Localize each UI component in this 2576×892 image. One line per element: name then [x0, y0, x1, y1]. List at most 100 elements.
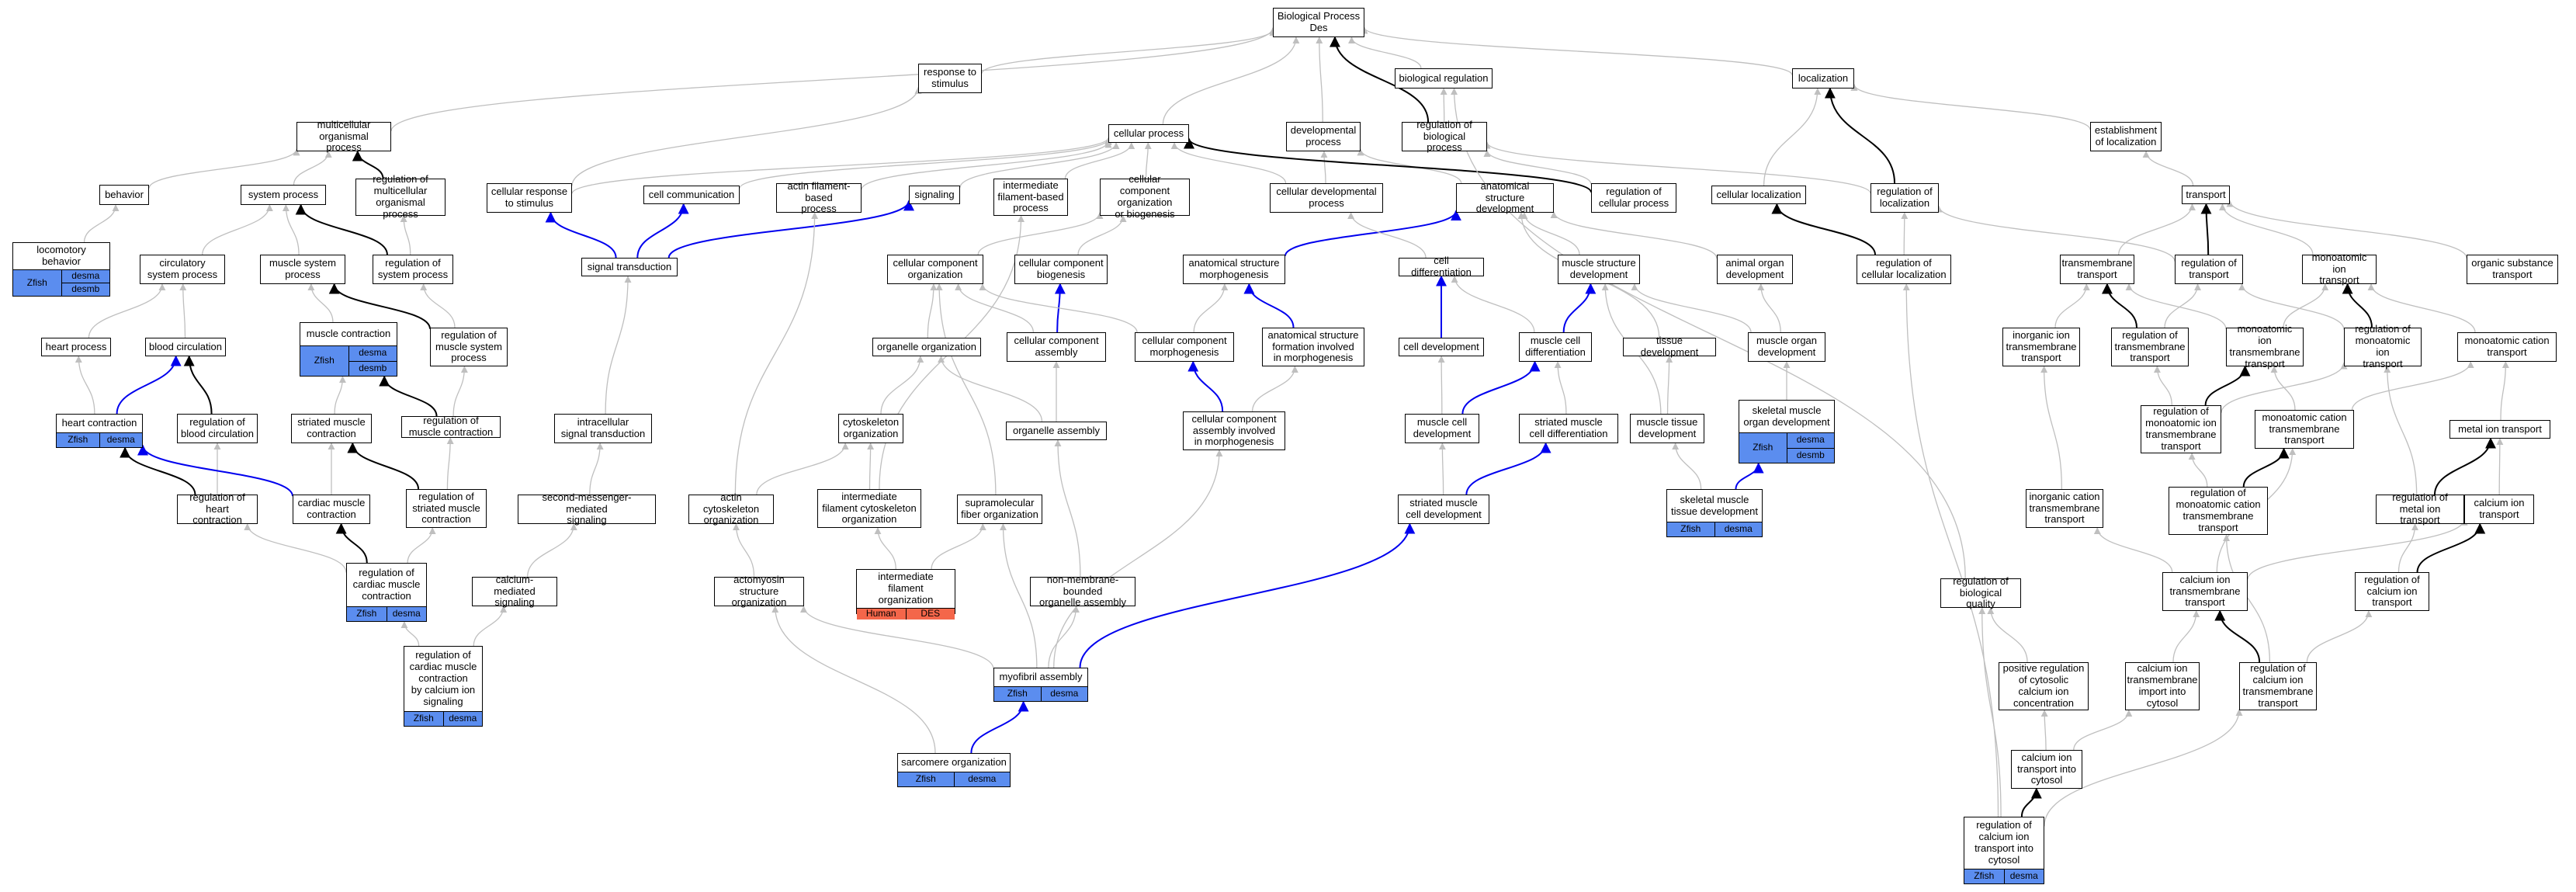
go-term-cc-asm-morph[interactable]: cellular component assembly involved in …: [1183, 411, 1285, 450]
go-term-reg-ca-ion[interactable]: regulation of calcium ion transport: [2355, 572, 2429, 611]
go-term-cellular-process[interactable]: cellular process: [1108, 124, 1189, 143]
go-term-striated-contr[interactable]: striated muscle contraction: [291, 414, 372, 443]
go-term-if-cyto[interactable]: intermediate filament cytoskeleton organ…: [817, 489, 921, 528]
go-term-ca-transport-cyto[interactable]: calcium ion transport into cytosol: [2011, 750, 2082, 789]
go-term-anat-form[interactable]: anatomical structure formation involved …: [1262, 328, 1364, 366]
go-term-est-loc[interactable]: establishment of localization: [2090, 122, 2162, 151]
go-term-second-msg[interactable]: second-messenger-mediated signaling: [518, 491, 656, 526]
go-term-cell-resp[interactable]: cellular response to stimulus: [487, 183, 572, 213]
go-term-reg-heart-contr[interactable]: regulation of heart contraction: [177, 491, 258, 526]
go-term-resp-stim[interactable]: response to stimulus: [918, 64, 982, 93]
go-term-bio-reg[interactable]: biological regulation: [1395, 68, 1493, 89]
go-term-inorg-ion-tm[interactable]: inorganic ion transmembrane transport: [2002, 328, 2080, 366]
go-term-musc-cell-diff[interactable]: muscle cell differentiation: [1519, 332, 1592, 362]
go-term-actin-cyto[interactable]: actin cytoskeleton organization: [688, 491, 774, 526]
go-term-behavior[interactable]: behavior: [99, 185, 149, 205]
go-term-pos-reg-cyto-ca[interactable]: positive regulation of cytosolic calcium…: [1999, 662, 2089, 710]
go-term-reg-ca-cyto[interactable]: regulation of calcium ion transport into…: [1964, 817, 2044, 884]
go-term-nonmem[interactable]: non-membrane-bounded organelle assembly: [1030, 574, 1135, 608]
go-term-tissue-dev[interactable]: tissue development: [1623, 335, 1716, 358]
go-term-blood-circ[interactable]: blood circulation: [145, 338, 226, 356]
go-term-ca-ion-tm[interactable]: calcium ion transmembrane transport: [2162, 572, 2248, 611]
go-term-muscle-sys[interactable]: muscle system process: [260, 255, 345, 284]
go-term-cell-loc[interactable]: cellular localization: [1711, 186, 1806, 204]
go-term-actin-fil[interactable]: actin filament-based process: [776, 180, 862, 214]
go-term-organelle-asm[interactable]: organelle assembly: [1006, 422, 1107, 440]
go-term-dev-process[interactable]: developmental process: [1286, 122, 1361, 151]
go-term-reg-cardiac-ca[interactable]: regulation of cardiac muscle contraction…: [404, 646, 483, 727]
go-term-reg-cardiac[interactable]: regulation of cardiac muscle contraction…: [346, 563, 427, 622]
go-term-anat-morph[interactable]: anatomical structure morphogenesis: [1183, 255, 1285, 284]
go-term-reg-stri-contr[interactable]: regulation of striated muscle contractio…: [406, 489, 487, 528]
go-term-cardiac-contr[interactable]: cardiac muscle contraction: [293, 495, 370, 524]
go-term-reg-musc-contr[interactable]: regulation of muscle contraction: [401, 415, 501, 438]
go-term-signaling[interactable]: signaling: [909, 186, 960, 204]
go-term-system-process[interactable]: system process: [241, 185, 326, 205]
go-term-supramol[interactable]: supramolecular fiber organization: [957, 495, 1042, 524]
go-term-ca-mediated[interactable]: calcium-mediated signaling: [472, 574, 557, 608]
go-term-heart-process[interactable]: heart process: [41, 338, 111, 356]
go-term-cc-org[interactable]: cellular component organization: [887, 255, 983, 284]
go-term-transport[interactable]: transport: [2182, 186, 2230, 204]
go-term-reg-multi[interactable]: regulation of multicellular organismal p…: [355, 173, 446, 220]
go-term-cell-diff[interactable]: cell differentiation: [1399, 255, 1484, 278]
go-term-reg-mono-cation-tm[interactable]: regulation of monoatomic cation transmem…: [2169, 487, 2268, 535]
go-term-mono-ion-tm[interactable]: monoatomic ion transmembrane transport: [2226, 323, 2304, 370]
go-term-reg-mono-ion[interactable]: regulation of monoatomic ion transport: [2344, 323, 2422, 370]
go-term-reg-cell-loc[interactable]: regulation of cellular localization: [1857, 255, 1951, 284]
go-term-reg-cell-proc[interactable]: regulation of cellular process: [1591, 183, 1676, 213]
go-term-intracell-sig[interactable]: intracellular signal transduction: [554, 414, 652, 443]
go-term-musc-cell-dev[interactable]: muscle cell development: [1405, 414, 1479, 443]
go-term-cc-morph[interactable]: cellular component morphogenesis: [1135, 332, 1234, 362]
go-term-multi-org[interactable]: multicellular organismal process: [296, 119, 391, 153]
go-term-musc-tissue-dev[interactable]: muscle tissue development: [1630, 414, 1704, 443]
go-term-bp[interactable]: Biological Process Des: [1273, 8, 1364, 37]
go-term-signal-trans[interactable]: signal transduction: [581, 258, 678, 276]
go-term-cell-dev[interactable]: cell development: [1399, 338, 1484, 356]
go-term-cc-assembly[interactable]: cellular component assembly: [1007, 332, 1106, 362]
go-term-cell-dev-process[interactable]: cellular developmental process: [1270, 183, 1383, 213]
go-term-actomyosin[interactable]: actomyosin structure organization: [714, 574, 804, 608]
go-term-stri-cell-dev[interactable]: striated muscle cell development: [1398, 495, 1489, 524]
go-term-mono-cation[interactable]: monoatomic cation transport: [2457, 332, 2557, 362]
go-term-organic-sub[interactable]: organic substance transport: [2467, 255, 2558, 284]
go-term-localization[interactable]: localization: [1792, 68, 1854, 89]
go-term-reg-blood[interactable]: regulation of blood circulation: [177, 414, 258, 443]
go-term-cell-comm[interactable]: cell communication: [643, 186, 740, 204]
go-term-reg-sys[interactable]: regulation of system process: [373, 255, 453, 284]
go-term-animal-organ[interactable]: animal organ development: [1717, 255, 1793, 284]
go-term-organelle-org[interactable]: organelle organization: [872, 338, 981, 356]
go-term-muscle-struct[interactable]: muscle structure development: [1558, 255, 1640, 284]
go-term-reg-loc[interactable]: regulation of localization: [1870, 183, 1939, 213]
go-term-stri-cell-diff[interactable]: striated muscle cell differentiation: [1519, 414, 1618, 443]
go-term-reg-bio[interactable]: regulation of biological process: [1402, 119, 1487, 153]
go-term-metal-ion[interactable]: metal ion transport: [2449, 420, 2550, 439]
go-term-ca-tm-import[interactable]: calcium ion transmembrane import into cy…: [2125, 662, 2200, 710]
go-term-reg-bio-quality[interactable]: regulation of biological quality: [1940, 575, 2021, 609]
go-term-monoatomic-ion[interactable]: monoatomic ion transport: [2302, 252, 2377, 286]
go-term-anat-dev[interactable]: anatomical structure development: [1456, 180, 1554, 214]
go-term-reg-musc-sys[interactable]: regulation of muscle system process: [430, 328, 508, 366]
go-term-intermed-fil[interactable]: intermediate filament-based process: [993, 179, 1068, 216]
go-term-cc-biog[interactable]: cellular component biogenesis: [1014, 255, 1108, 284]
go-term-transmembrane[interactable]: transmembrane transport: [2060, 255, 2134, 284]
go-term-musc-organ-dev[interactable]: muscle organ development: [1748, 332, 1825, 362]
go-term-cytoskel-org[interactable]: cytoskeleton organization: [838, 414, 903, 443]
go-term-inorg-cation-tm[interactable]: inorganic cation transmembrane transport: [2026, 489, 2103, 528]
go-term-reg-transport[interactable]: regulation of transport: [2175, 255, 2243, 284]
go-term-circ-sys[interactable]: circulatory system process: [140, 255, 225, 284]
go-term-mono-cation-tm[interactable]: monoatomic cation transmembrane transpor…: [2255, 410, 2354, 449]
go-term-reg-mono-tm[interactable]: regulation of monoatomic ion transmembra…: [2141, 405, 2221, 453]
go-term-reg-tm-transport[interactable]: regulation of transmembrane transport: [2111, 328, 2189, 366]
go-term-reg-metal-ion[interactable]: regulation of metal ion transport: [2376, 491, 2464, 526]
go-term-calcium-ion[interactable]: calcium ion transport: [2464, 495, 2534, 524]
go-term-ccob[interactable]: cellular component organization or bioge…: [1100, 173, 1190, 220]
